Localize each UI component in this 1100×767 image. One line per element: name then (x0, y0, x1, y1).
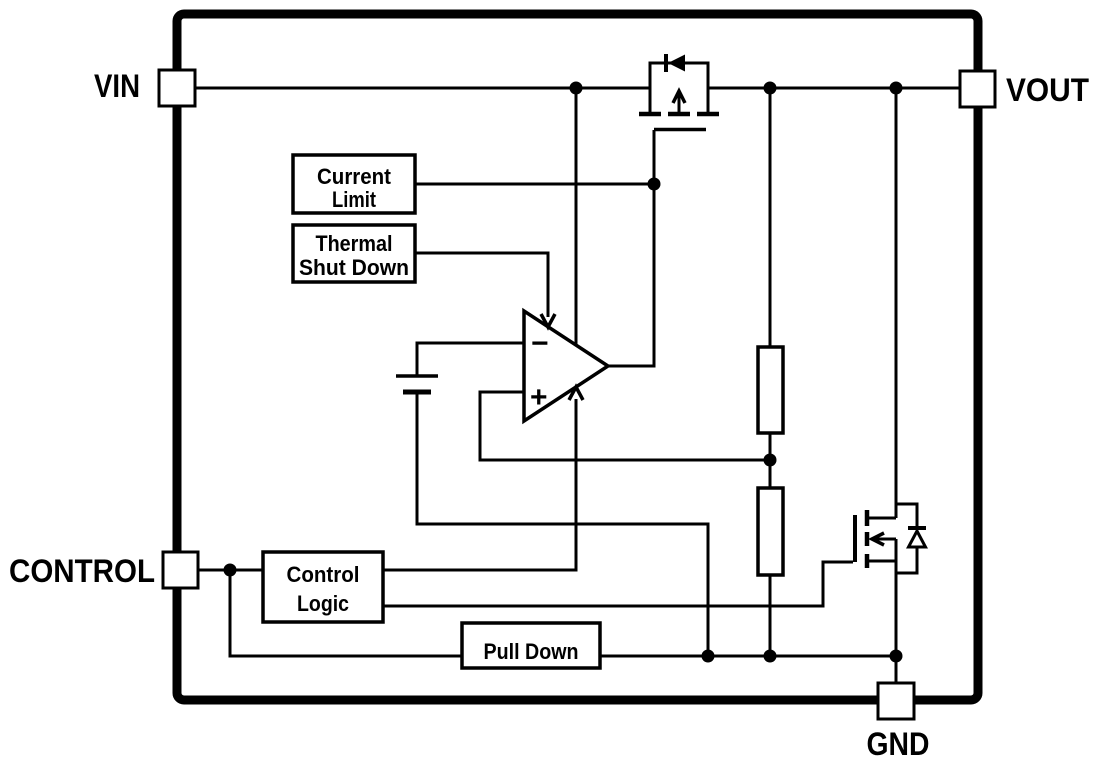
vin-pin-label: VIN (94, 68, 140, 104)
thermal-shutdown-box (291, 223, 417, 284)
nmos-body-arrow-head (868, 531, 885, 547)
voltage-reference-battery (396, 374, 438, 395)
gnd-pin (876, 681, 916, 721)
pull-down-box (460, 621, 602, 670)
ic-outline (172, 9, 983, 705)
wire-thermal-output (415, 251, 550, 317)
current-limit-box (291, 153, 417, 215)
junction-dot (701, 649, 715, 663)
feedback-resistor-r2 (756, 486, 785, 577)
junction-dot (647, 177, 661, 191)
control-logic-label-line2: Logic (297, 591, 349, 616)
junction-dot (763, 649, 777, 663)
vout-pin (958, 69, 997, 109)
wire-feedback-to-noninverting (478, 390, 770, 462)
wire-logic-enable-to-amp (383, 399, 578, 572)
control-pin-label: CONTROL (9, 553, 155, 589)
wire-control-to-pulldown (228, 570, 462, 658)
wire-reference-to-ground (415, 394, 710, 656)
junction-dot (569, 81, 583, 95)
wire-amp-output-to-pass-gate (608, 130, 656, 368)
pass-transistor-pmos (639, 54, 719, 132)
control-logic-box (261, 550, 385, 624)
junction-dot (889, 649, 903, 663)
nmos-body-diode-triangle (906, 527, 928, 549)
current-limit-label-line1: Current (317, 164, 392, 189)
control-logic-label-line1: Control (287, 562, 360, 587)
thermal-shutdown-block: Thermal Shut Down (291, 223, 417, 284)
nmos-diode-return-and-source (894, 547, 919, 656)
inverting-input-label: − (531, 327, 549, 360)
thermal-shutdown-label-line1: Thermal (316, 231, 393, 256)
feedback-resistor-r1 (756, 345, 785, 435)
wire-logic-to-nmos-gate (383, 560, 853, 608)
junction-dot (763, 81, 777, 95)
thermal-shutdown-arrow-icon (539, 313, 557, 331)
junction-dot (889, 81, 903, 95)
thermal-shutdown-label-line2: Shut Down (299, 255, 409, 280)
junction-dot (763, 453, 777, 467)
vin-pin (157, 68, 197, 108)
control-logic-block: Control Logic (261, 550, 385, 624)
gnd-pin-label: GND (867, 726, 930, 762)
noninverting-input-label: + (530, 381, 548, 414)
vout-pin-label: VOUT (1006, 72, 1089, 108)
junction-dot (223, 563, 237, 577)
pull-down-block: Pull Down (460, 621, 602, 670)
pmos-body-diode-triangle (668, 54, 685, 72)
pulldown-transistor-nmos (853, 502, 928, 656)
error-amplifier-triangle (522, 307, 612, 425)
wire-inverting-input (415, 341, 524, 375)
enable-arrow-icon (567, 383, 585, 401)
current-limit-label-line2: Limit (332, 187, 377, 212)
current-limit-block: Current Limit (291, 153, 417, 215)
control-pin (161, 550, 200, 590)
nmos-body-stub (876, 537, 898, 561)
pull-down-label: Pull Down (484, 639, 579, 664)
error-amplifier: − + (522, 307, 612, 425)
nmos-diode-branch-top (896, 502, 919, 528)
pmos-body-arrow-head (671, 87, 687, 104)
